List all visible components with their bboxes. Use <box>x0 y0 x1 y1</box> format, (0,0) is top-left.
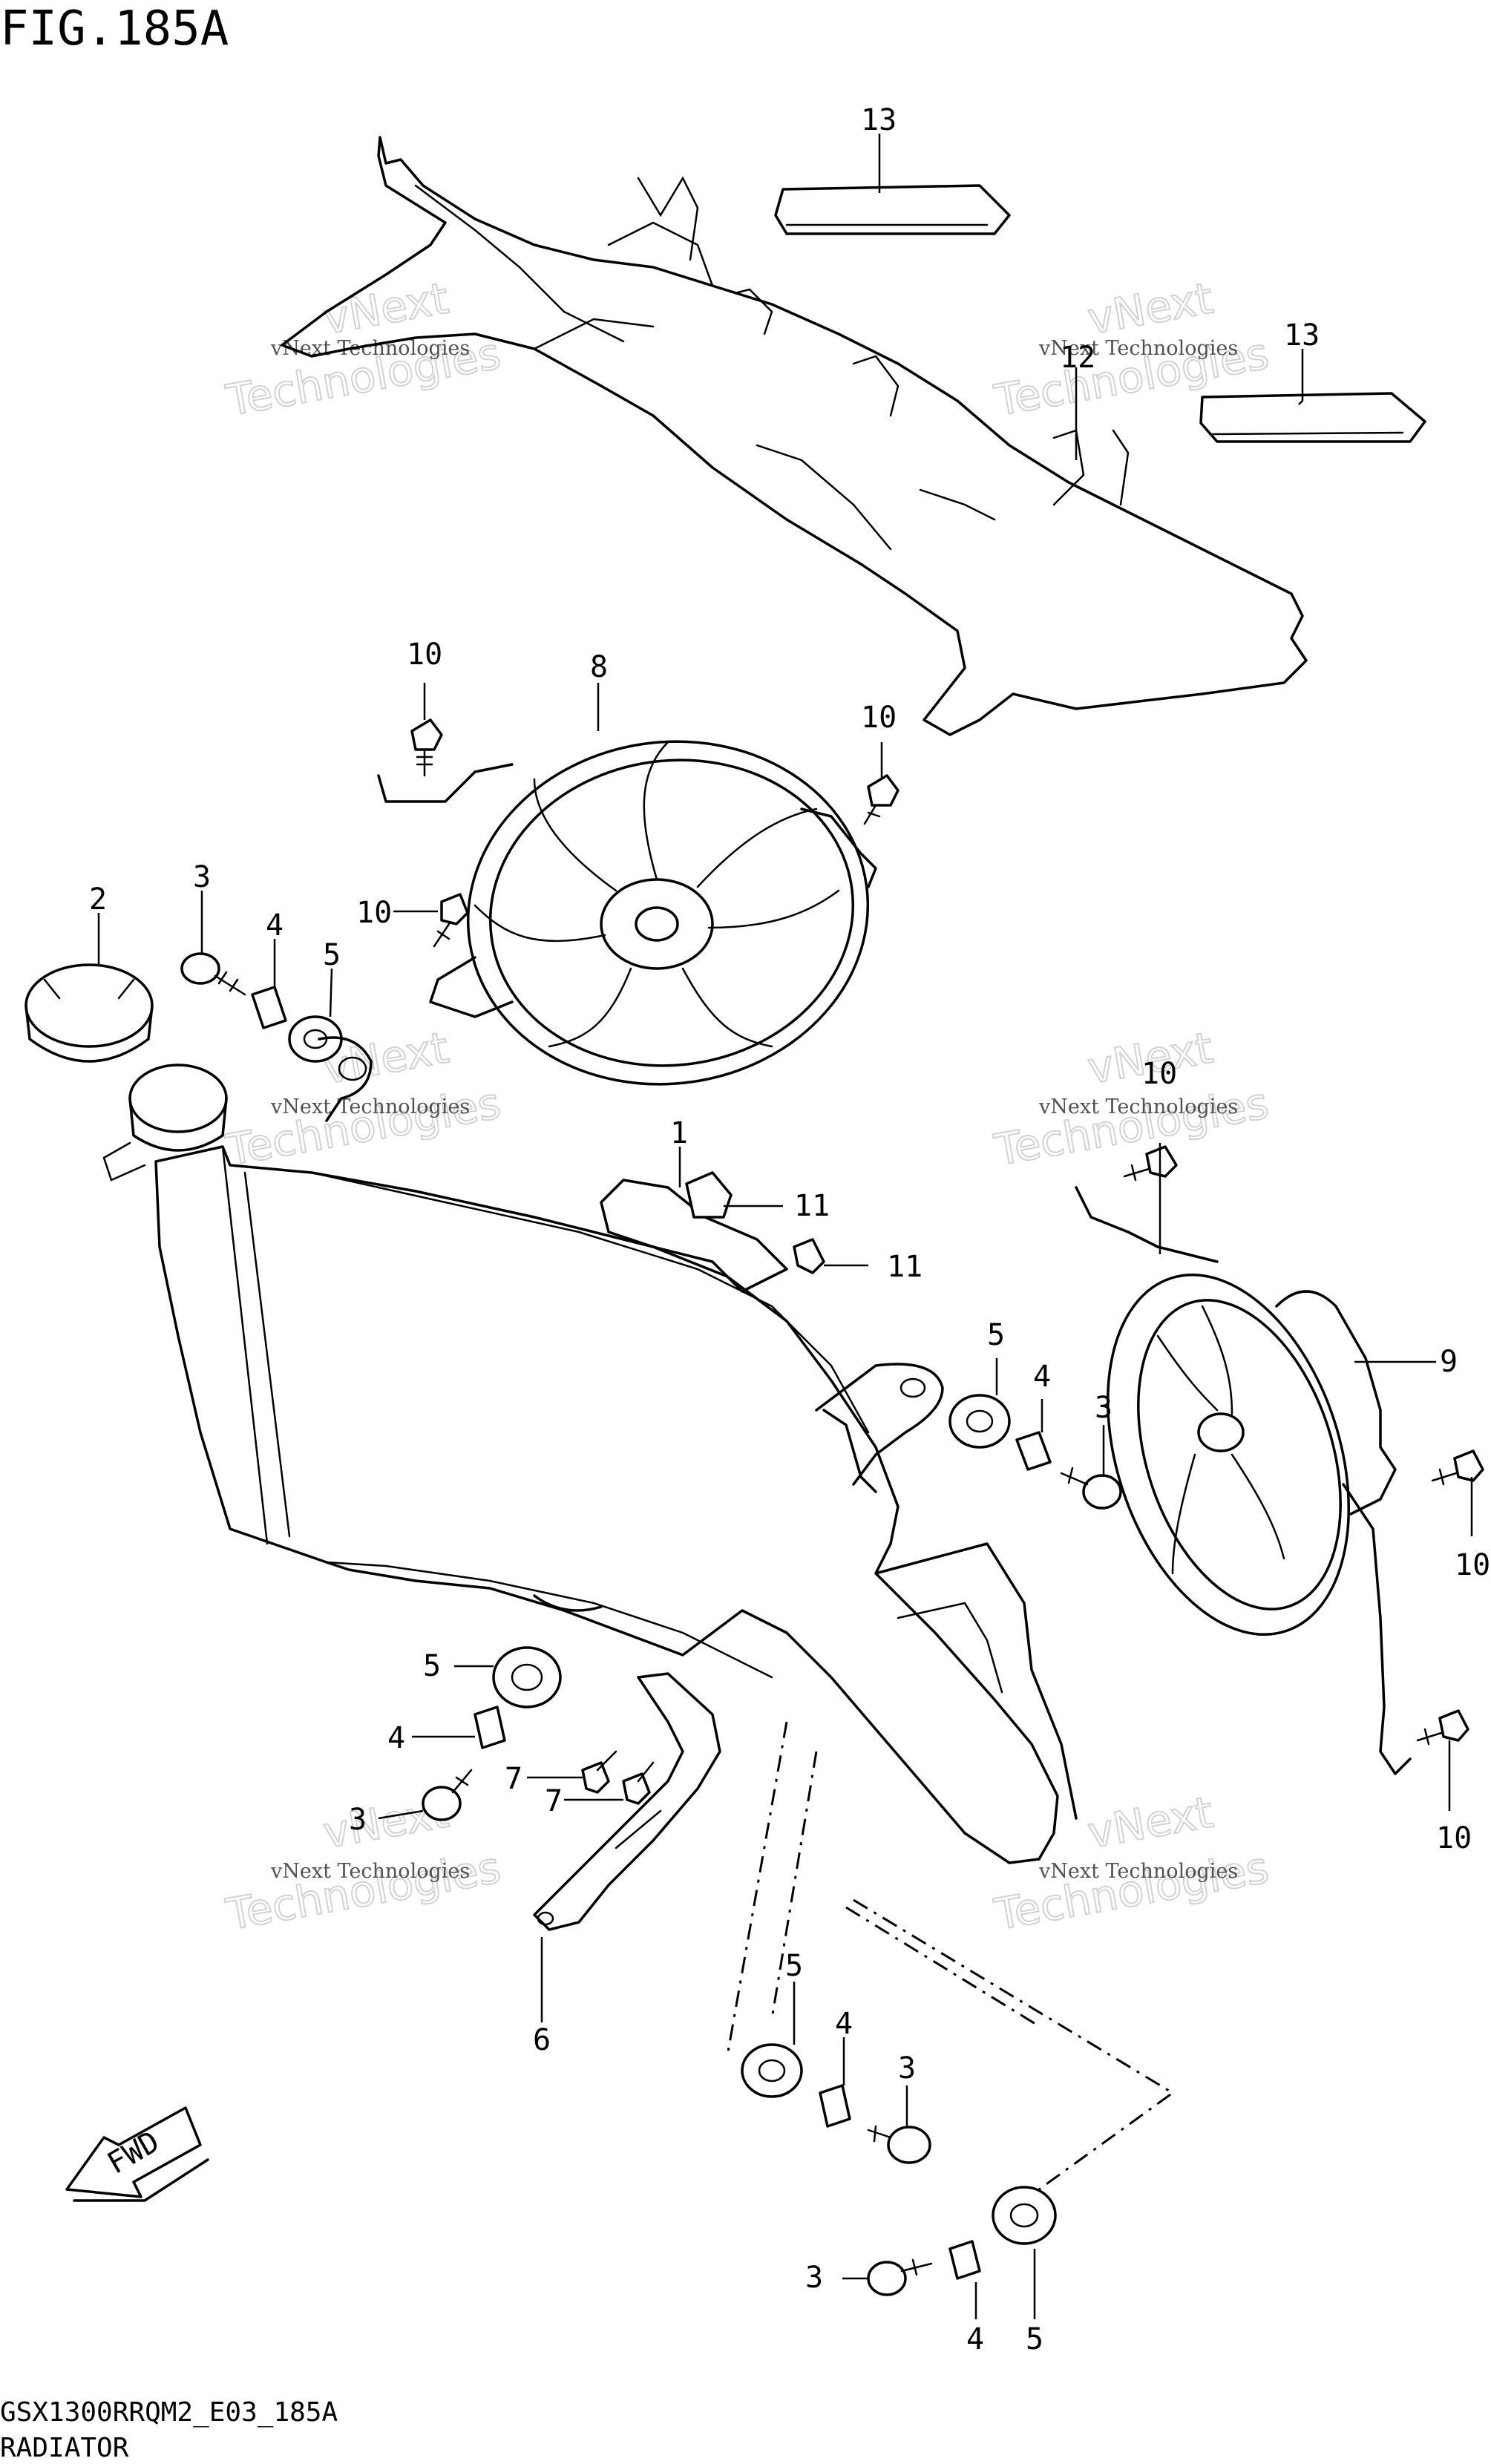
bolt-10-b <box>863 774 899 825</box>
collar-4-b <box>1015 1431 1052 1471</box>
callout-10-d: 10 <box>1141 1057 1177 1091</box>
callout-6: 6 <box>533 2023 551 2057</box>
callout-11-a: 11 <box>794 1189 830 1223</box>
pad-13-top <box>774 184 1011 235</box>
callout-7-a: 7 <box>505 1762 522 1796</box>
callout-4-c: 4 <box>387 1721 405 1755</box>
callout-10-b: 10 <box>861 701 897 735</box>
clip-11-b <box>793 1238 825 1274</box>
callout-5-a: 5 <box>323 938 341 972</box>
callout-10-a: 10 <box>407 638 442 672</box>
watermark-top-left: Technologies vNext vNext Technologies <box>222 272 505 427</box>
grommet-5-b <box>948 1394 1011 1449</box>
callout-5-b: 5 <box>987 1318 1005 1352</box>
bolt-10-d <box>1123 1145 1178 1182</box>
fwd-label: FWD <box>102 2125 166 2181</box>
bolt-3-e <box>867 2258 933 2296</box>
svg-text:Technologies: Technologies <box>991 1842 1273 1940</box>
bolt-3-d <box>867 2125 931 2164</box>
pad-13-right <box>1199 392 1426 443</box>
fwd-arrow-icon: FWD <box>65 2106 209 2202</box>
callout-3-a: 3 <box>193 860 211 894</box>
callout-7-b: 7 <box>545 1784 563 1818</box>
grommet-5-c <box>492 1646 562 1708</box>
callout-5-e: 5 <box>1026 2322 1043 2356</box>
watermark-mid-right: Technologies vNext vNext Technologies <box>990 1021 1274 1176</box>
bolt-7-a <box>581 1750 617 1794</box>
svg-text:vNext: vNext <box>1084 272 1217 344</box>
callout-8: 8 <box>590 650 608 684</box>
collar-4-d <box>819 2084 851 2128</box>
bolt-10-e <box>1431 1449 1484 1486</box>
callout-11-b: 11 <box>887 1250 923 1284</box>
callout-labels: 13 13 12 8 10 10 10 2 3 4 5 1 11 11 10 9… <box>89 103 1490 2356</box>
svg-text:vNext: vNext <box>1084 1786 1217 1858</box>
svg-text:vNext Technologies: vNext Technologies <box>1038 1095 1238 1118</box>
radiator-cap-2 <box>24 963 154 1063</box>
callout-9: 9 <box>1440 1345 1458 1379</box>
svg-text:vNext Technologies: vNext Technologies <box>270 1860 470 1883</box>
callout-10-e: 10 <box>1455 1548 1490 1582</box>
watermark-top-right: Technologies vNext vNext Technologies <box>990 272 1274 427</box>
callout-4-e: 4 <box>966 2322 984 2356</box>
collar-4-e <box>948 2240 981 2280</box>
clip-11-a <box>685 1171 733 1219</box>
callout-10-c: 10 <box>356 896 392 930</box>
callout-13-top: 13 <box>861 103 897 137</box>
bolt-3-a <box>180 952 246 996</box>
grommet-5-e <box>992 2186 1057 2245</box>
svg-text:vNext Technologies: vNext Technologies <box>270 337 470 360</box>
svg-text:Technologies: Technologies <box>991 1078 1273 1176</box>
assembly-lines <box>726 1721 1175 2191</box>
svg-text:vNext Technologies: vNext Technologies <box>1038 1860 1238 1883</box>
bracket-6 <box>533 1672 721 1931</box>
callout-12: 12 <box>1060 341 1095 375</box>
callout-5-c: 5 <box>423 1649 441 1683</box>
watermark-mid-left: Technologies vNext vNext Technologies <box>222 1021 505 1176</box>
figure-title: FIG.185A <box>0 1 229 56</box>
svg-text:vNext Technologies: vNext Technologies <box>1038 337 1238 360</box>
callout-3-e: 3 <box>805 2261 823 2295</box>
callout-2: 2 <box>89 882 107 917</box>
grommet-5-d <box>741 2043 803 2098</box>
model-code: GSX1300RRQM2_E03_185A <box>0 2397 338 2428</box>
callout-13-right: 13 <box>1284 318 1320 353</box>
callout-3-c: 3 <box>349 1803 367 1837</box>
callout-4-b: 4 <box>1033 1360 1051 1394</box>
cooling-fan-9 <box>1075 1186 1412 1775</box>
bolt-7-b <box>622 1761 655 1805</box>
bolt-3-c <box>422 1769 473 1821</box>
callout-3-d: 3 <box>898 2051 916 2085</box>
bolt-10-f <box>1416 1709 1469 1746</box>
callout-3-b: 3 <box>1095 1391 1112 1425</box>
radiator-1 <box>102 1036 1078 1864</box>
callout-10-f: 10 <box>1436 1821 1472 1855</box>
collar-4-a <box>251 986 287 1029</box>
watermark-low-right: Technologies vNext vNext Technologies <box>990 1786 1274 1941</box>
bolt-10-c <box>433 893 469 948</box>
svg-text:vNext: vNext <box>320 272 453 344</box>
cooling-fan-8 <box>377 740 877 1086</box>
svg-text:Technologies: Technologies <box>223 1078 505 1176</box>
figure-caption: RADIATOR <box>0 2433 129 2463</box>
grommet-5-a <box>288 1015 343 1063</box>
callout-4-a: 4 <box>266 908 284 943</box>
svg-text:Technologies: Technologies <box>223 1842 505 1940</box>
callout-1: 1 <box>670 1116 688 1150</box>
svg-text:vNext Technologies: vNext Technologies <box>270 1095 470 1118</box>
radiator-cover-shroud <box>281 136 1308 736</box>
callout-4-d: 4 <box>835 2007 853 2041</box>
bolt-10-a <box>410 718 443 777</box>
collar-4-c <box>473 1706 506 1749</box>
callout-5-d: 5 <box>785 1949 803 1983</box>
bolt-3-b <box>1060 1467 1122 1510</box>
leader-lines <box>97 134 1473 2319</box>
